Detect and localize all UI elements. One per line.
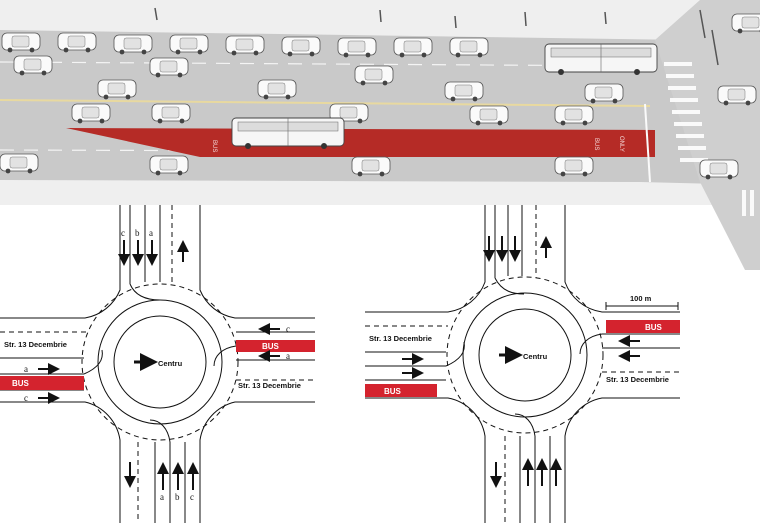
- distance-label: 100 m: [630, 294, 652, 303]
- left-roundabout: [0, 205, 315, 523]
- lane-label-s-a: a: [160, 492, 164, 502]
- right-arrows: [402, 236, 640, 488]
- bus-lane-west-left: [0, 376, 84, 390]
- lane-label-e-c: c: [286, 324, 290, 334]
- bus-photo-1: [231, 117, 345, 150]
- center-label-right: Centru: [523, 352, 548, 361]
- bus-label-west-right: BUS: [384, 387, 402, 396]
- street-label-right-e: Str. 13 Decembrie: [606, 375, 669, 384]
- lane-label-w-a: a: [24, 364, 28, 374]
- bus-lane-west-right: [365, 384, 437, 397]
- left-arrows: [38, 240, 280, 490]
- lane-label-n-c: c: [121, 228, 125, 238]
- bus-photo-2: [544, 43, 658, 76]
- right-roundabout: [365, 205, 680, 523]
- street-label-left-e: Str. 13 Decembrie: [238, 381, 301, 390]
- bus-label-east-right: BUS: [645, 323, 663, 332]
- bus-lane-marking-1: BUS: [211, 140, 217, 152]
- bus-lane-marking-3: ONLY: [618, 136, 624, 152]
- lane-label-e-a: a: [286, 351, 290, 361]
- street-photo: BUS BUS ONLY: [0, 0, 760, 270]
- bus-label-east-left: BUS: [262, 342, 280, 351]
- lane-label-n-b: b: [135, 228, 140, 238]
- bus-lane-east-right: [606, 320, 680, 333]
- street-label-left-w: Str. 13 Decembrie: [4, 340, 67, 349]
- center-label-left: Centru: [158, 359, 183, 368]
- center-line: [0, 99, 651, 107]
- bus-lane-east-left: [236, 340, 315, 352]
- lane-label-n-a: a: [149, 228, 153, 238]
- bus-label-west-left: BUS: [12, 379, 30, 388]
- bus-lane: [66, 128, 655, 157]
- lane-label-s-c: c: [190, 492, 194, 502]
- lane-label-s-b: b: [175, 492, 180, 502]
- bus-lane-marking-2: BUS: [593, 138, 599, 150]
- street-label-right-w: Str. 13 Decembrie: [369, 334, 432, 343]
- zebra-crossing: [664, 62, 754, 216]
- cross-street: [655, 0, 760, 270]
- lane-label-w-c: c: [24, 393, 28, 403]
